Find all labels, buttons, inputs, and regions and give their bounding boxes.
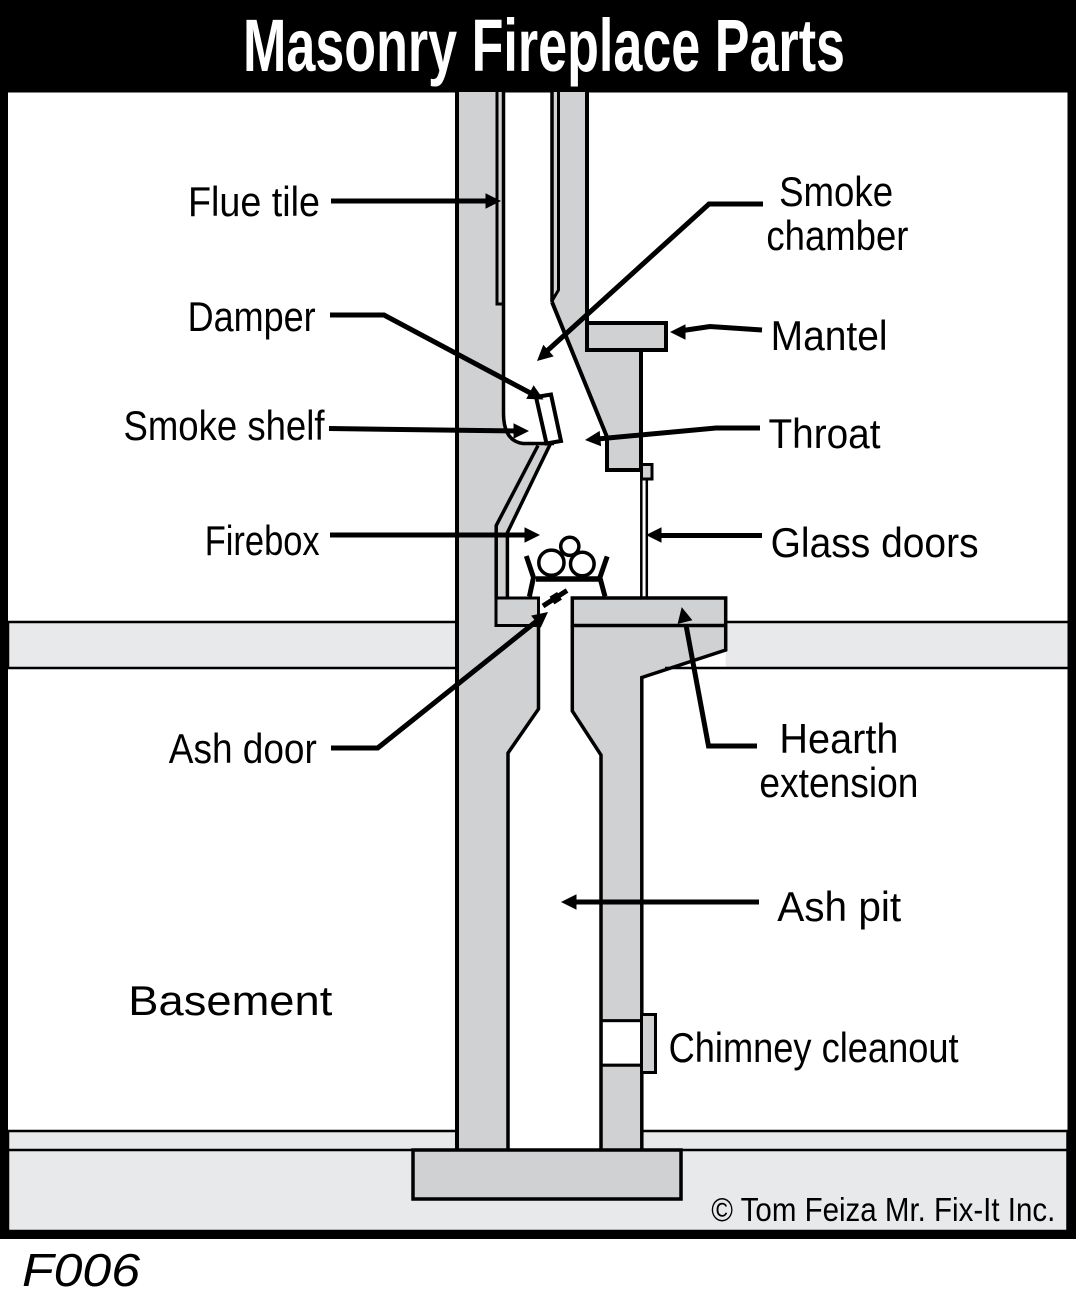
- svg-text:Ash door: Ash door: [169, 725, 317, 772]
- svg-text:Smoke: Smoke: [779, 168, 893, 215]
- svg-text:Basement: Basement: [128, 977, 332, 1024]
- svg-text:Chimney cleanout: Chimney cleanout: [669, 1024, 959, 1071]
- svg-text:Damper: Damper: [188, 293, 316, 340]
- svg-text:© Tom Feiza Mr. Fix-It Inc.: © Tom Feiza Mr. Fix-It Inc.: [711, 1191, 1055, 1228]
- svg-text:chamber: chamber: [766, 212, 908, 259]
- svg-text:Ash pit: Ash pit: [777, 883, 901, 930]
- svg-text:Hearth: Hearth: [779, 715, 898, 762]
- svg-text:Throat: Throat: [769, 410, 881, 457]
- svg-text:Glass doors: Glass doors: [771, 519, 979, 566]
- svg-text:Masonry Fireplace Parts: Masonry Fireplace Parts: [243, 4, 845, 87]
- svg-text:F006: F006: [22, 1244, 140, 1290]
- svg-text:Mantel: Mantel: [771, 312, 888, 359]
- svg-text:extension: extension: [759, 759, 918, 806]
- svg-text:Flue tile: Flue tile: [188, 178, 320, 225]
- svg-text:Smoke shelf: Smoke shelf: [124, 402, 325, 449]
- svg-text:Firebox: Firebox: [205, 517, 320, 564]
